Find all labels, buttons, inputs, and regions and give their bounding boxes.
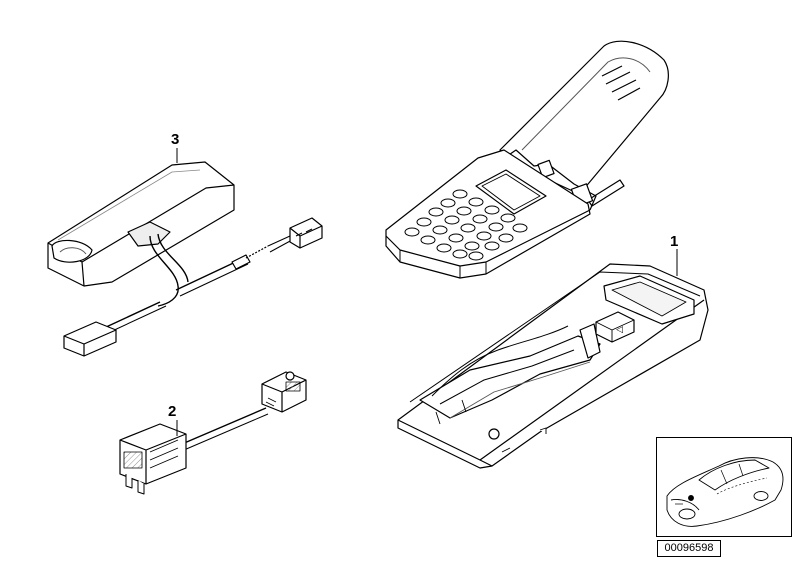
- car-icon: [666, 457, 784, 527]
- part-2-adapter-cable: [119, 371, 307, 495]
- callout-1: 1: [670, 233, 678, 250]
- button-symbol: ◁: [616, 325, 623, 335]
- vehicle-thumbnail: [656, 437, 792, 537]
- part-1-phone-cradle: ◁: [397, 249, 709, 469]
- callout-2: 2: [168, 403, 176, 420]
- part-3-antenna-module: [47, 148, 323, 357]
- phone-keypad: [404, 189, 528, 261]
- flip-phone: [385, 40, 669, 279]
- reference-code-label: 00096598: [657, 540, 721, 557]
- callout-3: 3: [171, 131, 179, 148]
